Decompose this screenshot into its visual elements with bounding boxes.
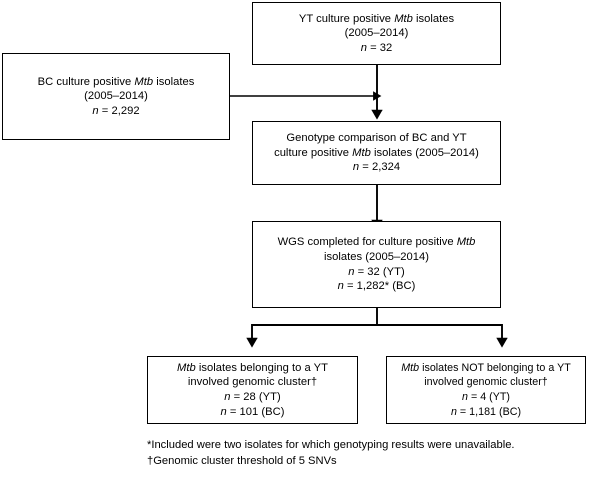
node-line: n = 101 (BC) — [220, 405, 285, 418]
not-belonging-to-yt-cluster-box: Mtb isolates NOT belonging to a YT involv… — [386, 356, 586, 424]
node-line: n = 28 (YT) — [224, 391, 281, 403]
node-line: n = 2,324 — [352, 161, 401, 174]
bc-culture-positive-box: BC culture positive Mtb isolates (2005–20… — [2, 53, 230, 140]
node-line: n = 1,282* (BC) — [337, 280, 416, 293]
node-line: culture positive Mtb isolates (2005–2014… — [274, 146, 479, 159]
node-line: isolates (2005–2014) — [324, 250, 429, 263]
node-line: (2005–2014) — [84, 90, 148, 103]
node-line: involved genomic cluster† — [424, 376, 548, 389]
node-line: n = 32 — [360, 41, 393, 54]
node-line: (2005–2014) — [344, 27, 409, 40]
node-line: Genotype comparison of BC and YT — [286, 132, 467, 145]
node-line: Mtb isolates NOT belonging to a YT — [401, 361, 571, 374]
node-line: n = 4 (YT) — [461, 391, 511, 403]
footnote-asterisk: *Included were two isolates for which ge… — [147, 439, 515, 451]
footnotes-block: *Included were two isolates for which ge… — [147, 437, 587, 469]
node-line: BC culture positive Mtb isolates — [37, 75, 195, 88]
node-line: Mtb isolates belonging to a YT — [177, 361, 328, 374]
node-line: YT culture positive Mtb isolates — [298, 12, 455, 25]
node-line: n = 1,181 (BC) — [450, 405, 522, 418]
edge-wgs-split — [246, 308, 508, 348]
yt-culture-positive-box: YT culture positive Mtb isolates (2005–20… — [252, 2, 501, 65]
node-line: involved genomic cluster† — [187, 376, 318, 389]
node-line: n = 2,292 — [92, 104, 140, 117]
node-line: WGS completed for culture positive Mtb — [277, 236, 476, 249]
footnote-dagger: †Genomic cluster threshold of 5 SNVs — [147, 455, 337, 467]
node-line: n = 32 (YT) — [348, 265, 405, 278]
belonging-to-yt-cluster-box: Mtb isolates belonging to a YT involved g… — [147, 356, 358, 424]
